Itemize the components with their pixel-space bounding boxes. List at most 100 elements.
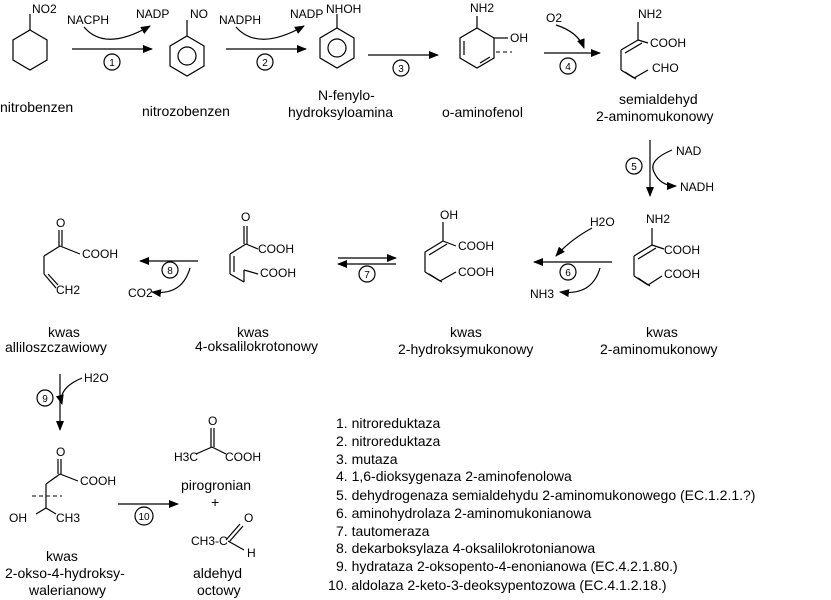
step-9-number: 9 <box>42 394 48 405</box>
oksalilokrotonowy-label-1: kwas <box>237 324 269 340</box>
nitrozobenzen-label: nitrozobenzen <box>142 103 230 119</box>
cofactor-nadh: NADH <box>680 180 714 194</box>
aminomukonowy-label-2: 2-aminomukonowy <box>600 341 718 357</box>
hydroksymukonowy-cooh-1: COOH <box>458 239 494 253</box>
semialdehyd-cooh: COOH <box>650 36 686 50</box>
aldehyd-ch3c: CH3-C <box>191 534 228 548</box>
enzyme-item-1: 1. nitroreduktaza <box>336 415 440 431</box>
cofactor-nacph: NACPH <box>67 13 109 27</box>
step-7-arrow: 7 <box>337 254 397 283</box>
step-6-arrow: H2O NH3 6 <box>530 215 615 301</box>
step-3-number: 3 <box>398 64 404 75</box>
step-7-number: 7 <box>364 270 370 281</box>
nitrozobenzen-sub: NO <box>190 7 208 21</box>
step-5-number: 5 <box>631 162 637 173</box>
oksohydroksy-o: O <box>56 445 65 459</box>
alliloszczawiowy-cooh: COOH <box>82 247 118 261</box>
cofactor-nadp-2: NADP <box>290 7 323 21</box>
cofactor-nad: NAD <box>676 144 702 158</box>
cofactor-nadph: NADPH <box>219 13 261 27</box>
aminofenol-oh: OH <box>510 31 528 45</box>
aminofenol-structure: NH2 OH <box>459 1 528 69</box>
step-9-arrow: H2O 9 <box>36 371 109 431</box>
step-4-number: 4 <box>565 62 571 73</box>
cofactor-o2: O2 <box>546 11 562 25</box>
oksohydroksy-cooh: COOH <box>80 474 116 488</box>
cofactor-h2o-6: H2O <box>590 215 615 229</box>
enzyme-item-8: 8. dekarboksylaza 4-oksalilokrotonianowa <box>336 540 595 556</box>
aminofenol-label: o-aminofenol <box>442 104 523 120</box>
hydroksymukonowy-label-1: kwas <box>450 324 482 340</box>
plus-sign: + <box>211 494 219 510</box>
hydroksymukonowy-label-2: 2-hydroksymukonowy <box>398 341 533 357</box>
oksohydroksy-structure: O COOH OH CH3 <box>9 445 116 525</box>
semialdehyd-nh2: NH2 <box>638 7 662 21</box>
enzyme-item-6: 6. aminohydrolaza 2-aminomukonianowa <box>336 505 591 521</box>
aldehyd-o: O <box>244 511 253 525</box>
semialdehyd-label-2: 2-aminomukonowy <box>596 108 714 124</box>
aminomukonowy-cooh-2: COOH <box>664 267 700 281</box>
step-4-arrow: O2 4 <box>544 11 601 75</box>
oksohydroksy-ch3: CH3 <box>56 511 80 525</box>
semialdehyd-label-1: semialdehyd <box>619 91 698 107</box>
cofactor-co2: CO2 <box>128 286 153 300</box>
pirogronian-structure: O H3C COOH <box>174 414 261 464</box>
aminomukonowy-structure: NH2 COOH COOH <box>633 212 700 287</box>
alliloszczawiowy-o: O <box>56 216 65 230</box>
nitrobenzen-sub: NO2 <box>32 2 57 16</box>
semialdehyd-cho: CHO <box>652 61 679 75</box>
step-8-arrow: CO2 8 <box>128 257 198 300</box>
fenylo-label-2: hydroksyloamina <box>288 104 393 120</box>
hydroksymukonowy-cooh-2: COOH <box>458 265 494 279</box>
nitrozobenzen-structure: NO <box>169 7 208 77</box>
step-1-number: 1 <box>109 58 115 69</box>
enzyme-item-10: 10. aldolaza 2-keto-3-deoksypentozowa (E… <box>328 577 667 593</box>
hydroksymukonowy-structure: OH COOH COOH <box>424 208 494 283</box>
pirogronian-label: pirogronian <box>181 477 251 493</box>
pirogronian-h3c: H3C <box>174 450 198 464</box>
nitrobenzen-structure: NO2 <box>12 2 57 71</box>
oksalilokrotonowy-o: O <box>241 210 250 224</box>
enzyme-item-3: 3. mutaza <box>336 451 398 467</box>
pirogronian-o: O <box>208 414 217 428</box>
enzyme-item-2: 2. nitroreduktaza <box>336 433 440 449</box>
oksalilokrotonowy-cooh-1: COOH <box>258 242 294 256</box>
aminofenol-nh2: NH2 <box>470 1 494 15</box>
oksalilokrotonowy-label-2: 4-oksalilokrotonowy <box>195 338 318 354</box>
step-10-arrow: 10 <box>118 500 179 526</box>
step-8-number: 8 <box>167 266 173 277</box>
enzyme-item-5: 5. dehydrogenaza semialdehydu 2-aminomuk… <box>336 487 755 503</box>
aldehyd-h: H <box>247 546 256 560</box>
aminomukonowy-nh2: NH2 <box>646 212 670 226</box>
cofactor-h2o-9: H2O <box>84 371 109 385</box>
oksohydroksy-label-2: 2-okso-4-hydroksy- <box>5 565 125 581</box>
enzyme-legend: 1. nitroreduktaza 2. nitroreduktaza 3. m… <box>328 415 755 593</box>
oksohydroksy-label-3: walerianowy <box>28 582 106 598</box>
aldehyd-label-2: octowy <box>197 582 241 598</box>
cofactor-nadp-1: NADP <box>136 7 169 21</box>
step-2-number: 2 <box>262 58 268 69</box>
enzyme-item-4: 4. 1,6-dioksygenaza 2-aminofenolowa <box>336 468 572 484</box>
aldehyd-label-1: aldehyd <box>193 565 242 581</box>
step-3-arrow: 3 <box>368 51 439 77</box>
enzyme-item-7: 7. tautomeraza <box>336 523 430 539</box>
fenylo-sub: NHOH <box>326 2 361 16</box>
step-10-number: 10 <box>138 512 150 523</box>
oksalilokrotonowy-cooh-2: COOH <box>260 266 296 280</box>
alliloszczawiowy-label-1: kwas <box>48 324 80 340</box>
step-6-number: 6 <box>565 268 571 279</box>
cofactor-nh3: NH3 <box>530 287 554 301</box>
aminomukonowy-label-1: kwas <box>646 324 678 340</box>
alliloszczawiowy-ch2: CH2 <box>56 283 80 297</box>
alliloszczawiowy-label-2: alliloszczawiowy <box>5 339 107 355</box>
hydroksymukonowy-oh: OH <box>440 208 458 222</box>
oksalilokrotonowy-structure: O COOH COOH <box>229 210 296 283</box>
semialdehyd-structure: NH2 COOH CHO <box>620 7 686 80</box>
nitrobenzen-label: nitrobenzen <box>0 99 73 115</box>
step-1-arrow: NACPH NADP 1 <box>67 7 169 71</box>
aminomukonowy-cooh-1: COOH <box>664 243 700 257</box>
step-2-arrow: NADPH NADP 2 <box>219 7 323 71</box>
enzyme-item-9: 9. hydrataza 2-oksopento-4-enonianowa (E… <box>336 558 678 574</box>
alliloszczawiowy-structure: O COOH CH2 <box>43 216 118 297</box>
